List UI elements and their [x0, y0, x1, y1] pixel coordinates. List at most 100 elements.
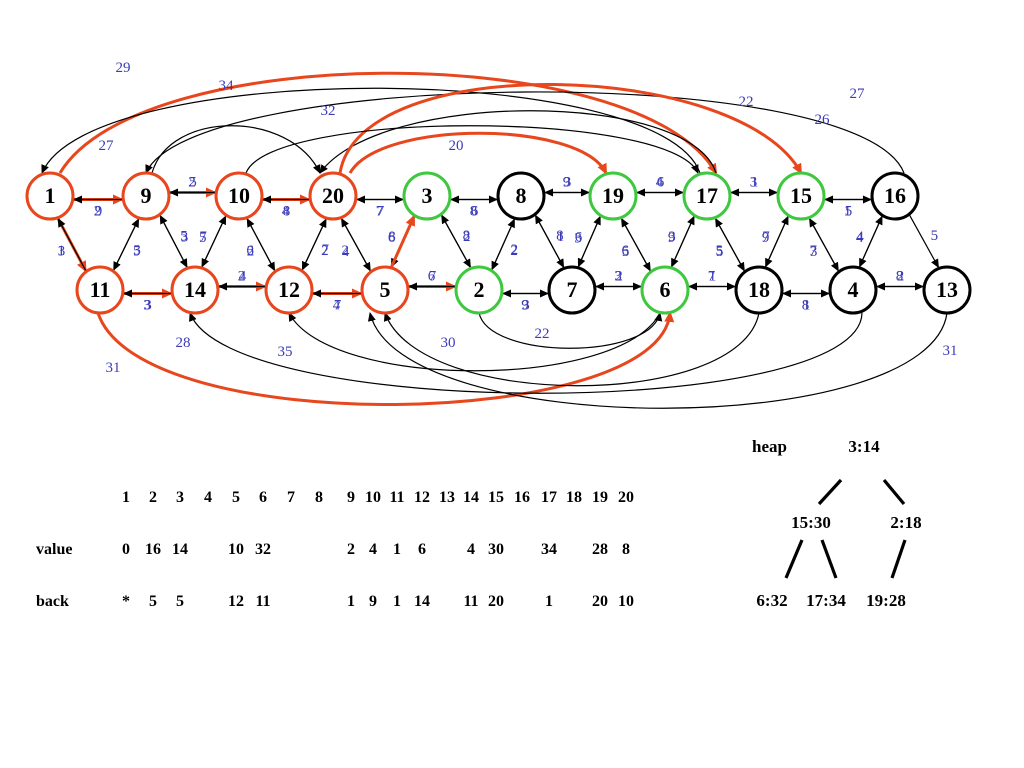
- edge-2-to-8: [491, 218, 515, 271]
- heap-node-6-32: 6:32: [756, 591, 787, 610]
- node-circle-2: [454, 265, 504, 315]
- edge-weight-17-to-20: 32: [321, 103, 336, 119]
- edge-weight-16-to-9: 27: [850, 86, 866, 102]
- edge-weight-1-to-9: 2: [94, 204, 102, 220]
- edge-12-to-10: [246, 217, 276, 272]
- table-cell-back-17: 1: [545, 593, 553, 610]
- table-cell-back-20: 10: [618, 593, 634, 610]
- edge-weight-20-to-10: 8: [283, 204, 291, 220]
- node-label-9: 9: [141, 183, 152, 208]
- node-label-12: 12: [278, 277, 300, 302]
- node-label-4: 4: [848, 277, 859, 302]
- edge-weight-12-to-10: 2: [247, 244, 255, 260]
- edge-weight-8-to-19: 9: [563, 175, 571, 191]
- edge-weight-18-to-5: 30: [441, 335, 456, 351]
- node-label-6: 6: [660, 277, 671, 302]
- heap-node-15-30: 15:30: [791, 513, 831, 532]
- edge-weight-9-to-1: 9: [95, 204, 103, 220]
- table-header-12: 12: [414, 489, 430, 506]
- table-header-3: 3: [176, 489, 184, 506]
- edge-weight-10-to-9: 5: [189, 175, 197, 191]
- edge-weight-7-to-2: 3: [522, 298, 530, 314]
- node-label-5: 5: [380, 277, 391, 302]
- table-cell-value-1: 0: [122, 541, 130, 558]
- edge-weight-10-to-12: 6: [246, 243, 254, 259]
- node-4: 4: [828, 265, 878, 315]
- table-header-13: 13: [439, 489, 455, 506]
- edge-weight-18-to-15: 9: [762, 230, 770, 246]
- table-cell-value-12: 6: [418, 541, 426, 558]
- edge-6-to-17: [670, 215, 695, 268]
- node-8: 8: [496, 171, 546, 221]
- node-circle-6: [640, 265, 690, 315]
- node-label-2: 2: [474, 277, 485, 302]
- node-circle-1: [25, 171, 75, 221]
- node-label-20: 20: [322, 183, 344, 208]
- node-label-19: 19: [602, 183, 624, 208]
- table-header-19: 19: [592, 489, 608, 506]
- edge-weight-9-to-14: 5: [180, 228, 188, 244]
- edge-weight-14-to-10: 5: [199, 230, 207, 246]
- edge-1-to-17: [58, 71, 718, 175]
- edge-weight-5-to-20: 4: [342, 244, 350, 260]
- edge-weight-19-to-7: 6: [575, 229, 583, 245]
- table-cell-back-9: 1: [347, 593, 355, 610]
- table-cell-back-6: 11: [255, 593, 270, 610]
- table-header-5: 5: [232, 489, 240, 506]
- edge-weight-2-to-5: 7: [429, 269, 437, 285]
- node-7: 7: [547, 265, 597, 315]
- edge-weight-2-to-8: 2: [510, 243, 518, 259]
- edge-weight-5-to-3: 6: [388, 230, 396, 246]
- edge-weight-9-to-10: 2: [188, 175, 196, 191]
- node-19: 19: [588, 171, 638, 221]
- table-cell-value-11: 1: [393, 541, 401, 558]
- edge-4-to-14: [189, 312, 863, 394]
- node-circle-7: [547, 265, 597, 315]
- table-header-6: 6: [259, 489, 267, 506]
- edge-6-to-19: [621, 217, 652, 272]
- edge-12-to-20: [301, 218, 327, 271]
- table-cell-back-11: 1: [393, 593, 401, 610]
- node-circle-16: [870, 171, 920, 221]
- edge-weight-17-to-15: 3: [750, 175, 758, 191]
- edge-weight-1-to-17: 29: [116, 60, 131, 76]
- edge-weight-6-to-7: 2: [615, 269, 623, 285]
- node-label-14: 14: [184, 277, 206, 302]
- node-circle-12: [264, 265, 314, 315]
- node-label-18: 18: [748, 277, 770, 302]
- edge-weight-5-to-12: 7: [334, 298, 342, 314]
- edge-weight-14-to-11: 3: [144, 298, 152, 314]
- node-10: 10: [214, 171, 264, 221]
- node-circle-20: [308, 171, 358, 221]
- heap-link-1: [882, 478, 906, 506]
- edge-2-to-6: [478, 312, 663, 349]
- edge-weight-3-to-8: 8: [470, 204, 478, 220]
- node-label-17: 17: [696, 183, 718, 208]
- edge-14-to-9: [159, 214, 189, 269]
- table-cell-back-1: *: [122, 593, 130, 610]
- edge-weight-14-to-9: 3: [181, 229, 189, 245]
- node-circle-3: [402, 171, 452, 221]
- edge-weight-13-to-4: 2: [897, 269, 905, 285]
- edge-5-to-3: [389, 214, 416, 269]
- edge-weight-12-to-20: 2: [321, 243, 329, 259]
- node-label-8: 8: [516, 183, 527, 208]
- edge-weight-10-to-17: 26: [815, 112, 831, 128]
- node-6: 6: [640, 265, 690, 315]
- edge-weight-17-to-1: 34: [219, 78, 235, 94]
- table-header-1: 1: [122, 489, 130, 506]
- node-circle-19: [588, 171, 638, 221]
- node-label-15: 15: [790, 183, 812, 208]
- table-cell-value-9: 2: [347, 541, 355, 558]
- node-label-3: 3: [422, 183, 433, 208]
- edge-weight-6-to-18: 7: [708, 269, 716, 285]
- edge-weight-4-to-18: 1: [803, 298, 811, 314]
- edge-16-to-13: [908, 214, 939, 269]
- node-17: 17: [682, 171, 732, 221]
- node-circle-5: [360, 265, 410, 315]
- heap-node-3-14: 3:14: [848, 437, 880, 456]
- edge-20-to-15: [338, 83, 803, 175]
- edge-weight-7-to-19: 3: [574, 230, 582, 246]
- node-label-11: 11: [90, 277, 111, 302]
